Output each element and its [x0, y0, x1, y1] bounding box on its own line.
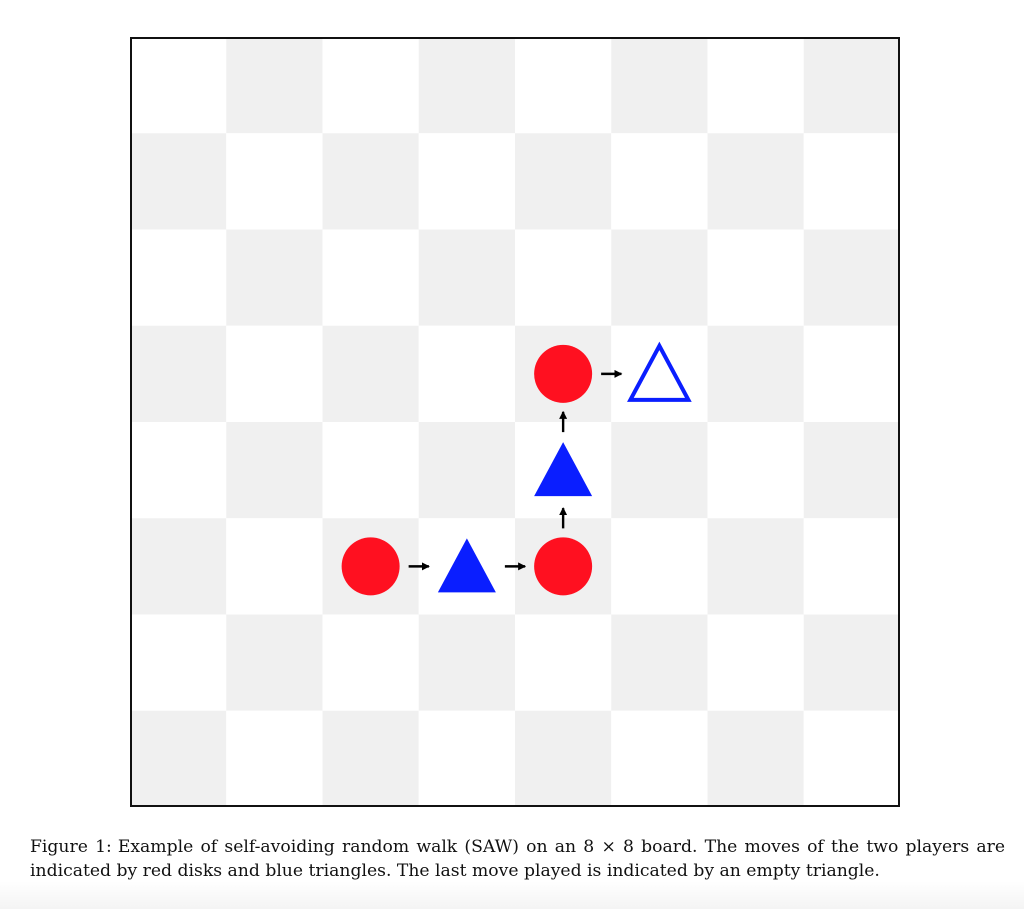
empty-triangle-icon [627, 341, 692, 402]
board-cell [803, 614, 900, 711]
board-cell [226, 422, 323, 519]
move-arrows [408, 369, 623, 571]
board-cell [130, 325, 227, 422]
board-cell [418, 133, 515, 230]
board-cell [418, 710, 515, 807]
board-cell [611, 229, 708, 326]
board-cell [803, 422, 900, 519]
board-cell [226, 37, 323, 134]
red-disk-icon [534, 537, 593, 596]
board-cell [418, 614, 515, 711]
board-cell [130, 518, 227, 615]
board-cell [611, 133, 708, 230]
board-cell [707, 133, 804, 230]
board-cell [515, 710, 612, 807]
board-cell [130, 422, 227, 519]
board-cell [322, 710, 419, 807]
board-cell [707, 614, 804, 711]
board-cell [611, 518, 708, 615]
board-cell [803, 518, 900, 615]
board-cell [707, 37, 804, 134]
board-cell [322, 37, 419, 134]
board-cell [322, 325, 419, 422]
board-cell [803, 710, 900, 807]
board-cell [226, 518, 323, 615]
board-cell [707, 229, 804, 326]
board-cell [418, 37, 515, 134]
board-cell [707, 710, 804, 807]
board-cell [803, 325, 900, 422]
board-cell [226, 229, 323, 326]
board-cell [130, 614, 227, 711]
board-cell [322, 422, 419, 519]
board-border [130, 37, 900, 807]
red-disk-icon [534, 344, 593, 403]
board-cell [611, 710, 708, 807]
board-cell [803, 133, 900, 230]
board-cell [130, 37, 227, 134]
board-cell [130, 710, 227, 807]
board-cell [322, 133, 419, 230]
move-pieces [341, 341, 692, 596]
saw-board [130, 37, 900, 807]
board-cell [130, 133, 227, 230]
red-disk-icon [341, 537, 400, 596]
board-cell [611, 614, 708, 711]
board-cell [130, 229, 227, 326]
board-cell [611, 422, 708, 519]
board-cell [611, 325, 708, 422]
board-cells [130, 37, 900, 807]
board-cell [226, 133, 323, 230]
board-cell [226, 325, 323, 422]
board-cell [226, 614, 323, 711]
board-cell [611, 37, 708, 134]
figure-board [130, 37, 900, 807]
figure-label: Figure 1: [30, 837, 112, 857]
board-cell [515, 614, 612, 711]
board-cell [418, 229, 515, 326]
board-cell [226, 710, 323, 807]
board-cell [803, 229, 900, 326]
figure-caption: Figure 1:Example of self-avoiding random… [30, 835, 1005, 883]
blue-triangle-icon [437, 538, 496, 593]
figure-caption-text: Example of self-avoiding random walk (SA… [30, 837, 1005, 881]
board-cell [707, 325, 804, 422]
page-bottom-shade [0, 881, 1024, 909]
board-cell [803, 37, 900, 134]
board-cell [418, 422, 515, 519]
board-cell [322, 229, 419, 326]
blue-triangle-icon [534, 442, 593, 497]
board-cell [515, 133, 612, 230]
board-cell [707, 518, 804, 615]
board-cell [322, 614, 419, 711]
board-cell [515, 37, 612, 134]
board-cell [515, 229, 612, 326]
board-cell [418, 325, 515, 422]
board-cell [707, 422, 804, 519]
